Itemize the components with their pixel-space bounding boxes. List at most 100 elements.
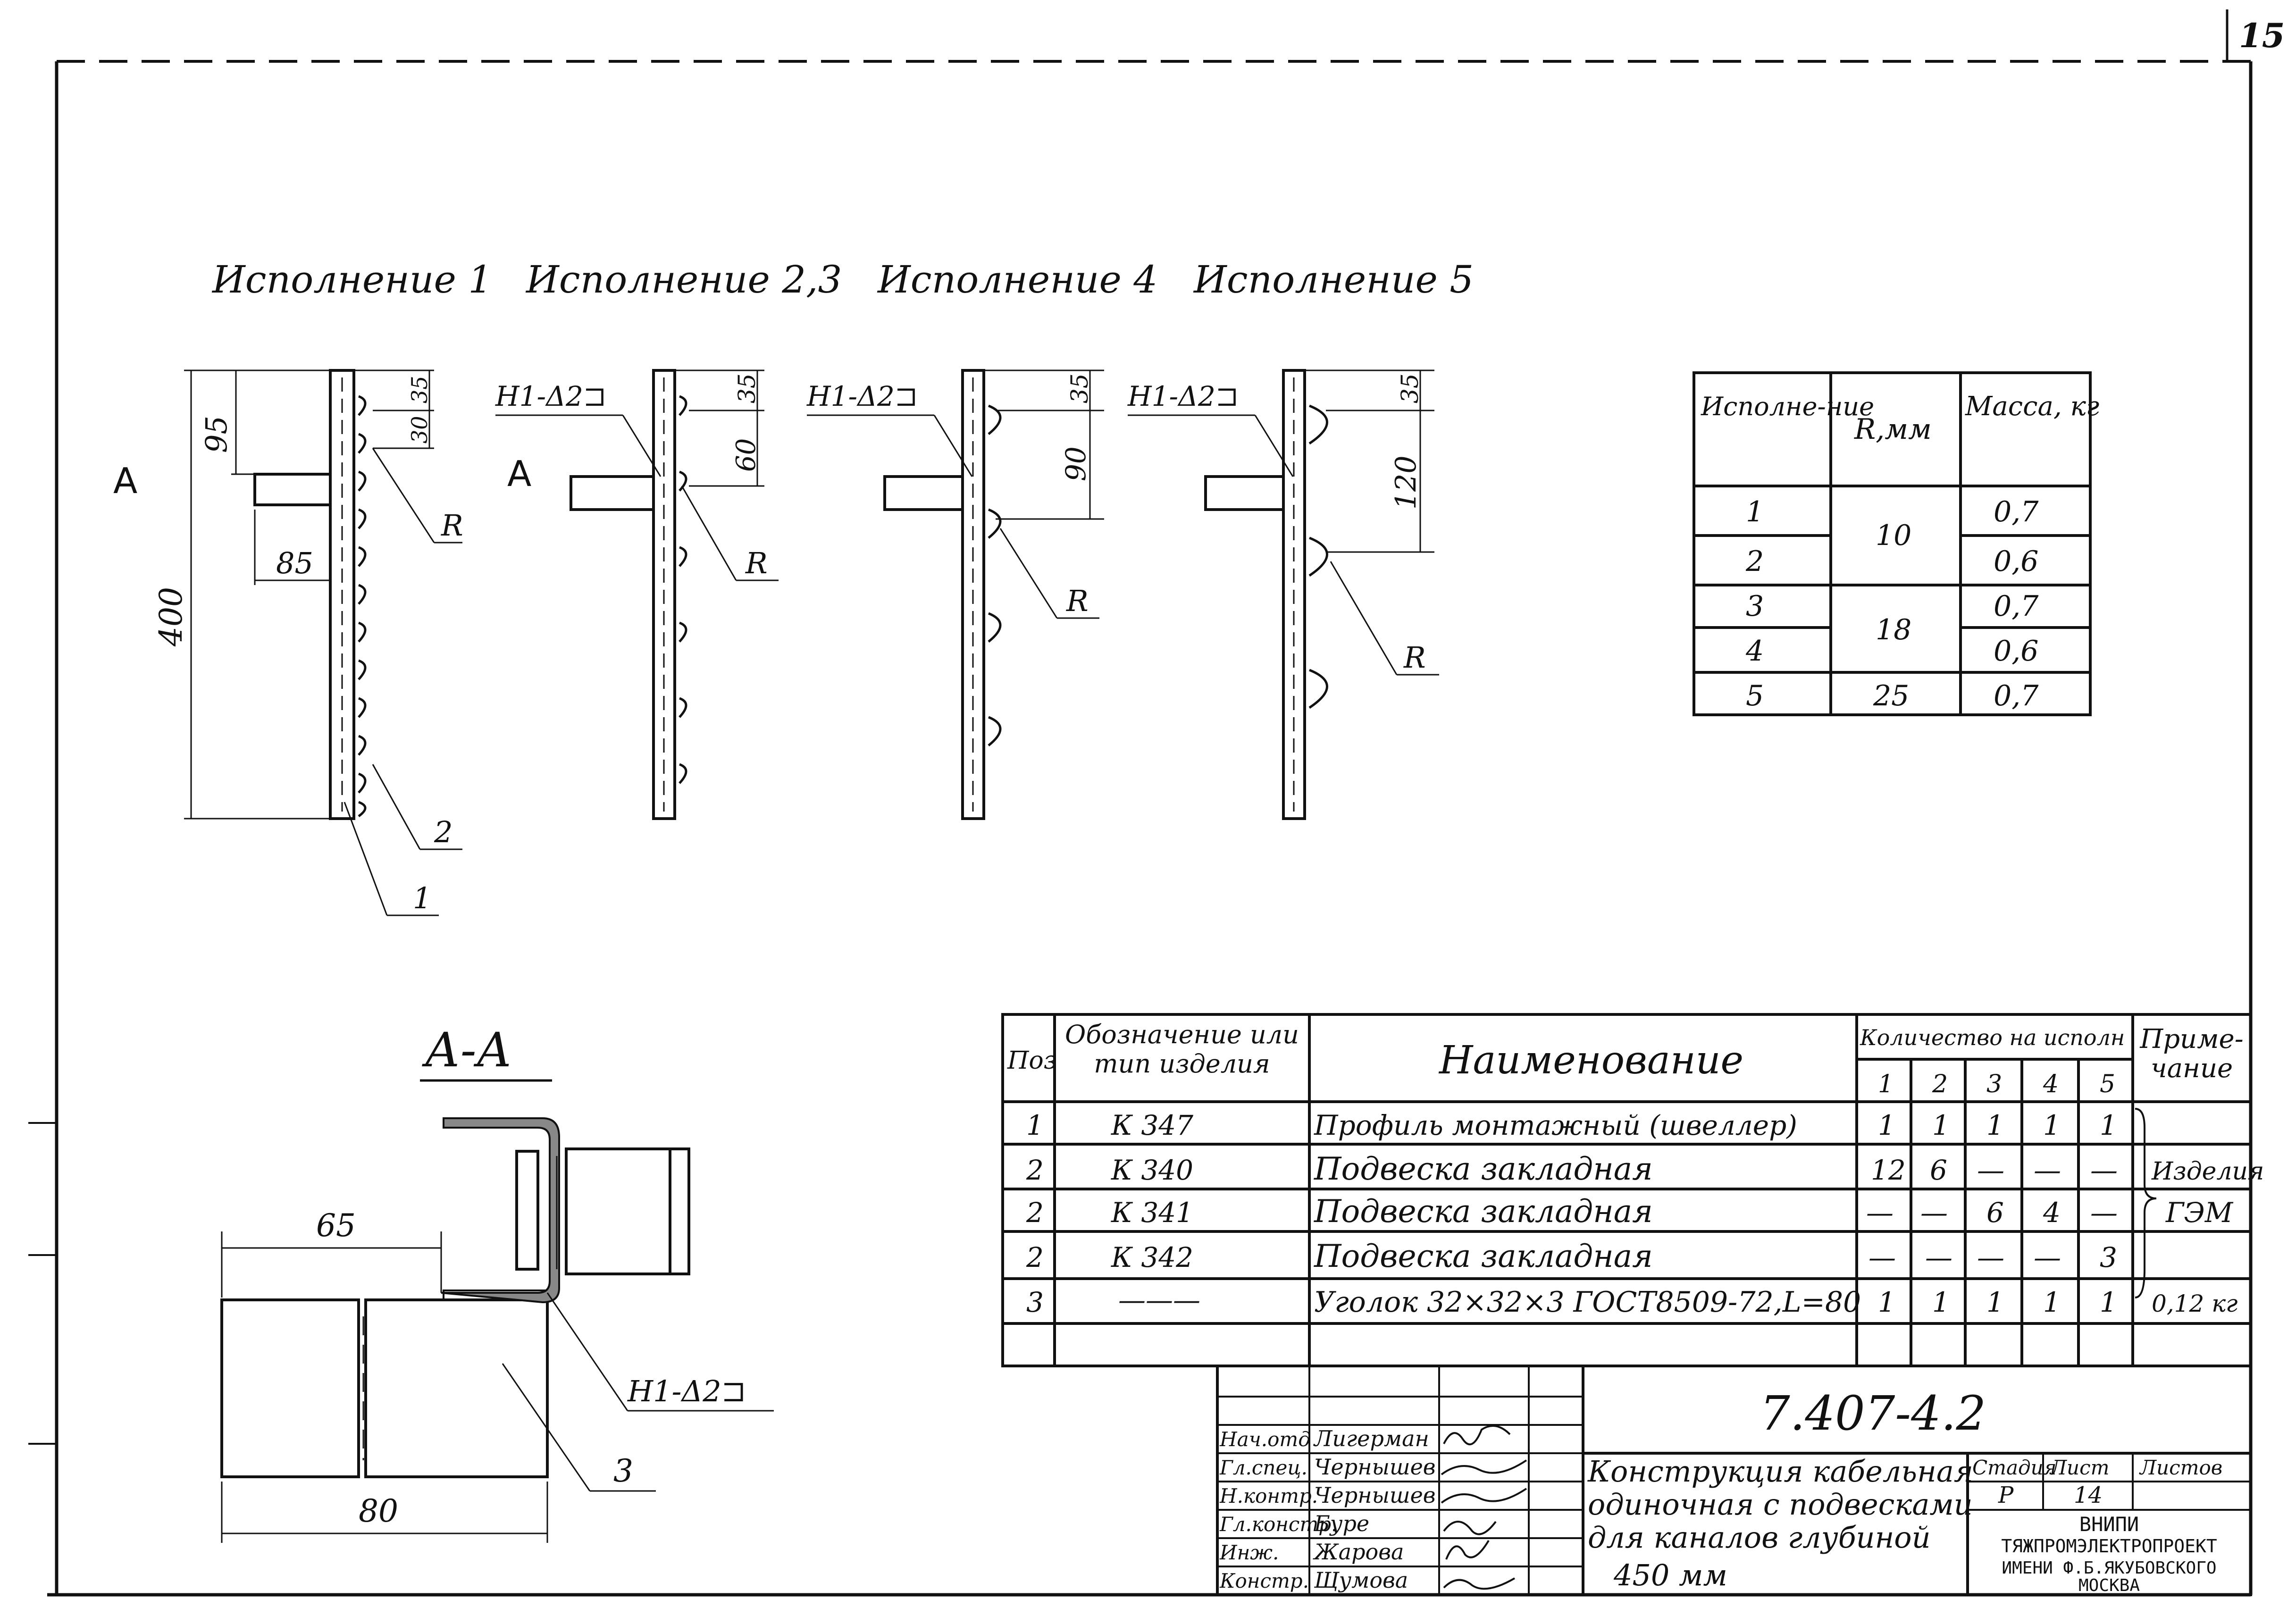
spec-r4-oboz: К 342 (1111, 1241, 1193, 1273)
sig-name-6: Щумова (1314, 1567, 1408, 1593)
dim-85: 85 (276, 546, 313, 580)
sig-role-1: Нач.отд (1219, 1428, 1311, 1451)
weld-mark-v4: Н1-Δ2⊐ (806, 380, 918, 412)
org-line-2: ТЯЖПРОМЭЛЕКТРОПРОЕКТ (2001, 1536, 2217, 1557)
dim-30-v1: 30 (407, 416, 432, 444)
spec-r5-oboz: ——— (1118, 1284, 1200, 1316)
spec-r3-pos: 2 (1026, 1197, 1044, 1229)
spec-r3-q4: 4 (2043, 1197, 2061, 1229)
org-name: ВНИПИ ТЯЖПРОМЭЛЕКТРОПРОЕКТ ИМЕНИ Ф.Б.ЯКУ… (2001, 1513, 2217, 1595)
weld-mark-v2: Н1-Δ2⊐ (495, 380, 606, 412)
sig-role-3: Н.контр. (1219, 1484, 1318, 1507)
sig-name-5: Жарова (1313, 1539, 1404, 1565)
view-4 (807, 369, 1104, 820)
spec-r1-q4: 1 (2043, 1109, 2061, 1141)
mass-m-2: 0,6 (1994, 545, 2038, 578)
spec-r5-q2: 1 (1932, 1286, 1950, 1318)
pos-3-callout: 3 (613, 1453, 633, 1489)
spec-r1-pos: 1 (1026, 1109, 1044, 1141)
spec-r5-note: 0,12 кг (2152, 1290, 2237, 1317)
doc-code: 7.407-4.2 (1760, 1386, 1986, 1441)
spec-rows: 1 К 347 Профиль монтажный (швеллер) 1 1 … (1026, 1109, 2264, 1319)
spec-r2-q1: 12 (1871, 1154, 1906, 1186)
sig-role-2: Гл.спец. (1219, 1456, 1307, 1479)
dim-35-v5: 35 (1396, 373, 1424, 403)
spec-r3-note: ГЭМ (2165, 1197, 2234, 1229)
mass-isp-2: 2 (1745, 545, 1764, 578)
view-marker-a: А (113, 460, 137, 502)
mass-isp-4: 4 (1745, 635, 1764, 668)
spec-r3-q3: 6 (1986, 1197, 2004, 1229)
spec-r3-q5: — (2090, 1197, 2118, 1229)
qty-col-5: 5 (2100, 1070, 2115, 1098)
spec-r4-name: Подвеска закладная (1314, 1238, 1653, 1274)
spec-r3-oboz: К 341 (1111, 1197, 1193, 1229)
view-title-4: Исполнение 5 (1193, 258, 1474, 301)
view-1 (184, 369, 462, 916)
dim-400: 400 (153, 587, 189, 647)
org-line-4: МОСКВА (2078, 1576, 2140, 1595)
spec-r2-q3: — (1977, 1154, 2004, 1186)
spec-r1-q3: 1 (1986, 1109, 2004, 1141)
spec-r2-q2: 6 (1930, 1154, 1947, 1186)
spec-r1-q2: 1 (1932, 1109, 1950, 1141)
spec-h-qty: Количество на исполн (1860, 1025, 2125, 1050)
spec-r5-q3: 1 (1986, 1286, 2004, 1318)
spec-r5-q5: 1 (2100, 1286, 2117, 1318)
org-line-3: ИМЕНИ Ф.Б.ЯКУБОВСКОГО (2002, 1558, 2216, 1578)
dim-60-v2: 60 (731, 438, 762, 472)
spec-r1-oboz: К 347 (1111, 1109, 1193, 1141)
spec-r2-pos: 2 (1026, 1154, 1044, 1186)
view-marker-a-v2: А (507, 453, 531, 494)
qty-col-1: 1 (1878, 1070, 1894, 1098)
view-5 (1128, 369, 1439, 820)
doc-title: Конструкция кабельная одиночная с подвес… (1587, 1454, 1973, 1592)
spec-r4-q2: — (1925, 1241, 1952, 1273)
spec-h-note-box: Приме-чание (2140, 1025, 2243, 1083)
mass-table (1693, 371, 2092, 716)
view-title-1: Исполнение 1 (211, 258, 492, 301)
spec-r2-oboz: К 340 (1111, 1154, 1193, 1186)
mass-m-3: 0,7 (1994, 590, 2039, 623)
pos-1-callout: 1 (413, 881, 431, 915)
spec-h-name: Наименование (1438, 1038, 1743, 1083)
dim-80: 80 (359, 1493, 398, 1529)
stage-label: Стадия (1972, 1456, 2056, 1479)
spec-r1-q5: 1 (2100, 1109, 2117, 1141)
view-title-2: Исполнение 2,3 (525, 258, 842, 301)
pos-2-callout: 2 (434, 815, 452, 849)
section-title: А-А (422, 1022, 512, 1078)
sig-name-2: Чернышев (1314, 1454, 1436, 1480)
spec-r2-q4: — (2034, 1154, 2061, 1186)
mass-m-1: 0,7 (1994, 495, 2039, 528)
spec-r3-name: Подвеска закладная (1314, 1193, 1653, 1230)
dim-95: 95 (199, 416, 234, 453)
doc-title-line-2: одиночная с подвесками (1588, 1487, 1973, 1522)
mass-header-r: R,мм (1854, 413, 1932, 446)
spec-h-qty-cols: 1 2 3 4 5 (1878, 1070, 2115, 1098)
sheet-label: Лист (2049, 1456, 2109, 1479)
spec-r2-q5: — (2090, 1154, 2118, 1186)
radius-label-v4: R (1066, 584, 1089, 618)
mass-isp-3: 3 (1746, 590, 1764, 623)
doc-title-line-1: Конструкция кабельная (1587, 1454, 1973, 1489)
spec-r4-q3: — (1977, 1241, 2004, 1273)
qty-col-4: 4 (2043, 1070, 2059, 1098)
mass-header-mass: Масса, кг (1965, 391, 2099, 422)
sig-name-3: Чернышев (1314, 1482, 1436, 1508)
spec-r4-q5: 3 (2100, 1241, 2117, 1273)
sig-role-5: Инж. (1219, 1541, 1279, 1564)
mass-r-1: 10 (1876, 519, 1911, 552)
spec-r5-q1: 1 (1878, 1286, 1895, 1318)
spec-h-pos: Поз (1007, 1047, 1057, 1075)
radius-label-v5: R (1403, 640, 1426, 675)
dim-35-v4: 35 (1066, 373, 1093, 403)
spec-r4-q4: — (2034, 1241, 2061, 1273)
sheets-label: Листов (2139, 1456, 2222, 1479)
sig-name-4: Буре (1314, 1511, 1369, 1536)
sheet-value: 14 (2074, 1482, 2103, 1508)
spec-r2-name: Подвеска закладная (1314, 1151, 1653, 1187)
doc-title-line-4: 450 мм (1613, 1558, 1727, 1592)
spec-r1-name: Профиль монтажный (швеллер) (1314, 1109, 1797, 1141)
